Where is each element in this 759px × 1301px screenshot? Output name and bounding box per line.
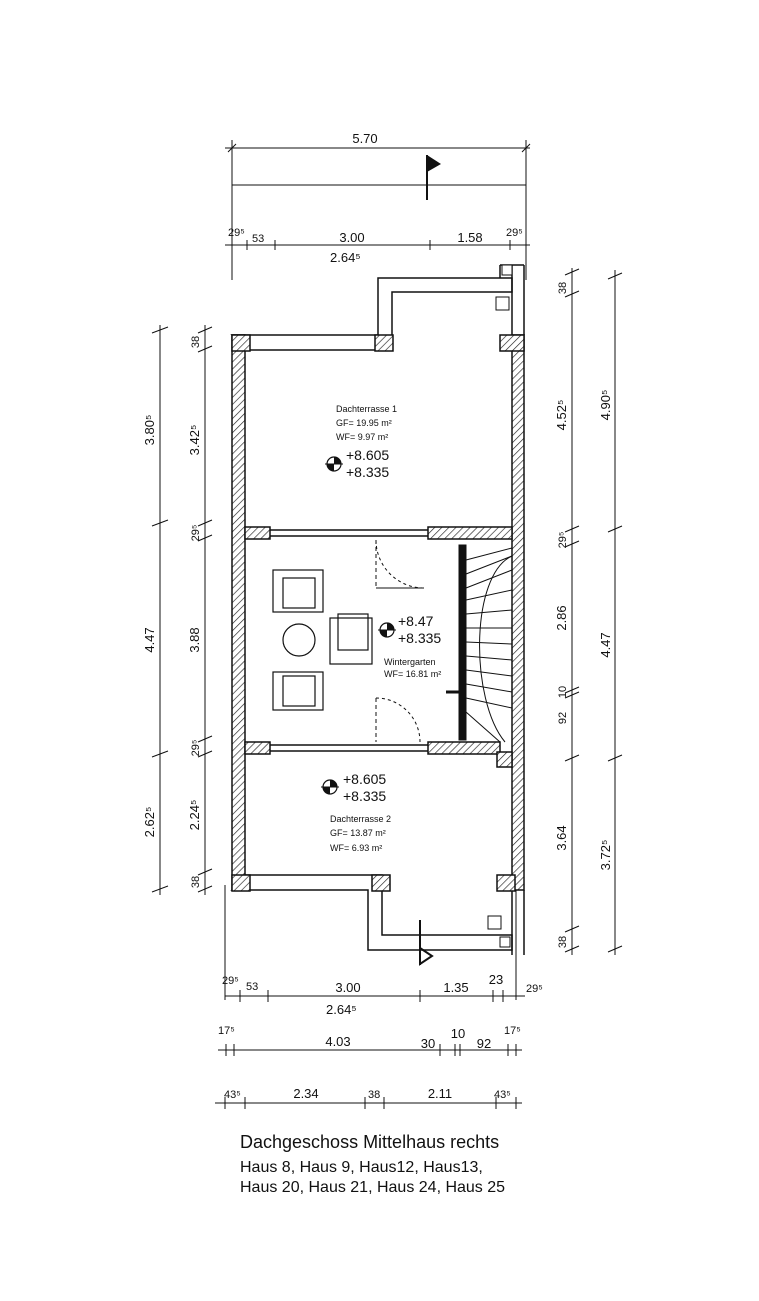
room-wf-dachterrasse-2: WF= 6.93 m²: [330, 843, 382, 853]
dim-right-inner-6: 92: [557, 712, 569, 724]
dim-right-inner-4: 2.86: [554, 605, 569, 630]
room-name-dachterrasse-2: Dachterrasse 2: [330, 814, 391, 824]
dim-bottom3-4: 2.11: [428, 1086, 452, 1101]
level-bottom-dachterrasse-2: +8.335: [343, 788, 386, 804]
level-top-dachterrasse-2: +8.605: [343, 771, 386, 787]
dim-right-outer-2: 4.47: [598, 632, 613, 657]
furniture: [272, 569, 373, 711]
dimension-bottom: [215, 885, 525, 1109]
dim-top-4: 1.58: [457, 230, 482, 245]
door-swings: [375, 539, 425, 743]
dim-left-inner-3: 29⁵: [190, 525, 202, 542]
north-flag-bottom: [419, 920, 434, 966]
level-marker-icon: [325, 456, 343, 472]
room-name-wintergarten: Wintergarten: [384, 657, 436, 667]
room-gf-dachterrasse-2: GF= 13.87 m²: [330, 828, 386, 838]
dim-left-inner-7: 38: [190, 876, 202, 888]
level-top-wintergarten: +8.47: [398, 613, 434, 629]
dim-bottom2-2: 4.03: [325, 1034, 350, 1049]
dim-bottom2-5: 92: [477, 1036, 491, 1051]
drains: [487, 264, 513, 948]
dim-bottom-3: 3.00: [335, 980, 360, 995]
staircase: [446, 544, 513, 743]
dim-bottom-2: 53: [246, 981, 258, 993]
dim-bottom2-1: 17⁵: [218, 1025, 235, 1037]
dim-bottom-6: 29⁵: [526, 983, 543, 995]
plan-caption: Dachgeschoss Mittelhaus rechts Haus 8, H…: [240, 1132, 740, 1199]
dim-left-outer-3: 2.62⁵: [142, 807, 157, 838]
dim-bottom3-1: 43⁵: [224, 1089, 241, 1101]
dim-top-2: 53: [252, 233, 264, 245]
dim-bottom2-4: 10: [451, 1026, 465, 1041]
room-wf-wintergarten: WF= 16.81 m²: [384, 669, 441, 679]
dim-left-inner-6: 2.24⁵: [187, 800, 202, 831]
dimension-left: [151, 325, 213, 895]
dim-top-sub: 2.64⁵: [330, 250, 361, 265]
room-gf-dachterrasse-1: GF= 19.95 m²: [336, 418, 392, 428]
dim-bottom3-3: 38: [368, 1089, 380, 1101]
dimension-right: [564, 268, 623, 955]
dim-top-5: 29⁵: [506, 227, 523, 239]
dim-left-inner-2: 3.42⁵: [187, 425, 202, 456]
caption-title: Dachgeschoss Mittelhaus rechts: [240, 1132, 500, 1152]
north-flag-top: [426, 155, 441, 200]
dim-bottom-1: 29⁵: [222, 975, 239, 987]
dim-bottom-4: 1.35: [443, 980, 468, 995]
dim-top-1: 29⁵: [228, 227, 245, 239]
room-wf-dachterrasse-1: WF= 9.97 m²: [336, 432, 388, 442]
dim-right-inner-7: 3.64: [554, 825, 569, 850]
dim-right-inner-8: 38: [557, 936, 569, 948]
level-top-dachterrasse-1: +8.605: [346, 447, 389, 463]
dim-left-inner-5: 29⁵: [190, 740, 202, 757]
level-bottom-dachterrasse-1: +8.335: [346, 464, 389, 480]
level-marker-icon: [378, 622, 396, 638]
caption-line-2: Haus 20, Haus 21, Haus 24, Haus 25: [240, 1179, 506, 1196]
dim-left-inner-4: 3.88: [187, 627, 202, 652]
dim-right-inner-1: 38: [557, 282, 569, 294]
columns: [231, 334, 525, 892]
level-marker-icon: [321, 779, 339, 795]
dim-bottom2-6: 17⁵: [504, 1025, 521, 1037]
dim-bottom-5: 23: [489, 972, 503, 987]
dim-right-inner-2: 4.52⁵: [554, 400, 569, 431]
dim-left-outer-1: 3.80⁵: [142, 415, 157, 446]
dim-top-3: 3.00: [339, 230, 364, 245]
dim-right-outer-1: 4.90⁵: [598, 390, 613, 421]
dim-bottom3-2: 2.34: [293, 1086, 318, 1101]
dim-left-outer-2: 4.47: [142, 627, 157, 652]
dim-right-inner-5: 10: [557, 686, 569, 698]
level-bottom-wintergarten: +8.335: [398, 630, 441, 646]
dimension-top: [225, 140, 531, 280]
room-name-dachterrasse-1: Dachterrasse 1: [336, 404, 397, 414]
dim-bottom3-5: 43⁵: [494, 1089, 511, 1101]
dim-right-outer-3: 3.72⁵: [598, 840, 613, 871]
dim-left-inner-1: 38: [190, 336, 202, 348]
caption-line-1: Haus 8, Haus 9, Haus12, Haus13,: [240, 1159, 483, 1176]
dim-bottom-sub: 2.64⁵: [326, 1002, 357, 1017]
dim-right-inner-3: 29⁵: [557, 532, 569, 549]
dim-bottom2-3: 30: [421, 1036, 435, 1051]
dim-overall-width: 5.70: [352, 131, 377, 146]
